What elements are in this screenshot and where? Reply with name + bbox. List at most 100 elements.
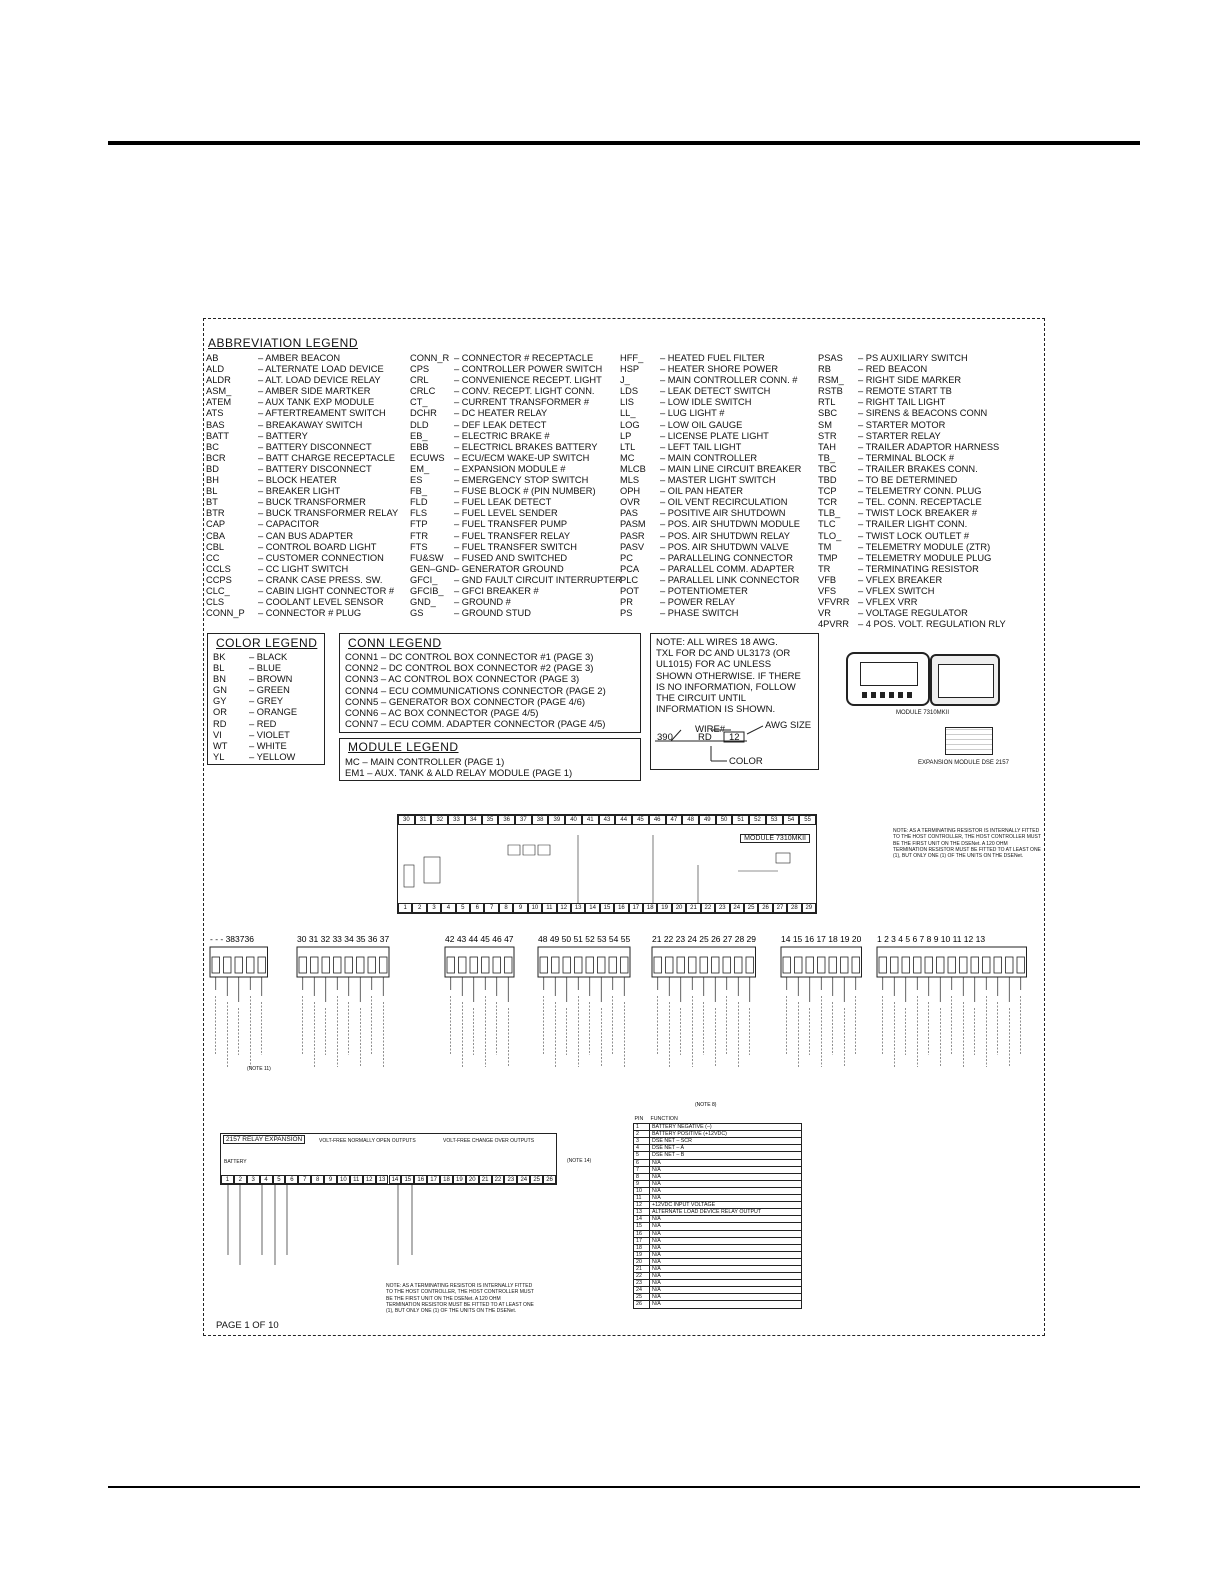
legend-code: STR bbox=[818, 430, 837, 441]
pin-number: 4 bbox=[441, 903, 456, 913]
legend-code: VFB bbox=[818, 574, 837, 585]
legend-entry: BCR– BATT CHARGE RECEPTACLE bbox=[206, 453, 398, 464]
legend-entry: TAH– TRAILER ADAPTOR HARNESS bbox=[818, 442, 1006, 453]
legend-description: – CUSTOMER CONNECTION bbox=[258, 552, 384, 563]
legend-entry: PS– PHASE SWITCH bbox=[620, 608, 801, 619]
legend-code: TM bbox=[818, 541, 832, 552]
legend-code: GFCI_ bbox=[410, 574, 438, 585]
legend-entry: RD– RED bbox=[213, 719, 297, 730]
relay-sub-a: VOLT-FREE NORMALLY OPEN OUTPUTS bbox=[319, 1138, 416, 1144]
legend-code: CRLC bbox=[410, 386, 436, 397]
legend-description: – FUEL LEAK DETECT bbox=[454, 497, 552, 508]
legend-entry: TBD– TO BE DETERMINED bbox=[818, 475, 1006, 486]
pin-number: 54 bbox=[782, 815, 800, 825]
legend-description: – CONNECTOR # RECEPTACLE bbox=[454, 353, 594, 363]
legend-code: BC bbox=[206, 441, 219, 452]
legend-code: BL bbox=[206, 486, 218, 497]
legend-entry: ES– EMERGENCY STOP SWITCH bbox=[410, 475, 622, 486]
legend-entry: CC– CUSTOMER CONNECTION bbox=[206, 553, 398, 564]
legend-description: – BREAKER LIGHT bbox=[258, 486, 341, 497]
relay-wires bbox=[227, 1185, 413, 1265]
pin-number: 7 bbox=[298, 1175, 312, 1184]
legend-entry: STR– STARTER RELAY bbox=[818, 431, 1006, 442]
legend-code: OR bbox=[213, 707, 227, 718]
color-legend-title: COLOR LEGEND bbox=[216, 636, 318, 650]
legend-entry: BK– BLACK bbox=[213, 652, 297, 663]
legend-entry: CLS– COOLANT LEVEL SENSOR bbox=[206, 597, 398, 608]
legend-entry: BN– BROWN bbox=[213, 674, 297, 685]
connector-pin-labels: 42 43 44 45 46 47 bbox=[445, 934, 514, 944]
legend-description: – LOW OIL GAUGE bbox=[660, 419, 743, 430]
pin-number: 48 bbox=[682, 815, 699, 825]
legend-description: – POWER RELAY bbox=[660, 597, 736, 608]
legend-code: TB_ bbox=[818, 452, 836, 463]
module-buttons bbox=[862, 692, 916, 698]
function-cell: N/A bbox=[649, 1286, 802, 1295]
legend-entry: FTR– FUEL TRANSFER RELAY bbox=[410, 531, 622, 542]
pin-number: 10 bbox=[527, 903, 543, 913]
pin-number: 7 bbox=[484, 903, 499, 913]
pin-number: 6 bbox=[470, 903, 485, 913]
connector-pin-labels: 21 22 23 24 25 26 27 28 29 bbox=[652, 934, 756, 944]
legend-description: – LOW IDLE SWITCH bbox=[660, 397, 752, 408]
legend-code: PASR bbox=[620, 530, 645, 541]
legend-entry: J_– MAIN CONTROLLER CONN. # bbox=[620, 375, 801, 386]
example-awg: 12 bbox=[729, 732, 740, 743]
legend-description: – GREEN bbox=[249, 685, 290, 696]
pin-number: 31 bbox=[414, 815, 432, 825]
legend-code: MLCB bbox=[620, 463, 646, 474]
legend-entry: RSM_– RIGHT SIDE MARKER bbox=[818, 375, 1006, 386]
legend-entry: 4PVRR– 4 POS. VOLT. REGULATION RLY bbox=[818, 619, 1006, 630]
legend-code: DLD bbox=[410, 419, 429, 430]
legend-entry: PCA– PARALLEL COMM. ADAPTER bbox=[620, 564, 801, 575]
legend-code: TAH bbox=[818, 441, 836, 452]
pin-number: 55 bbox=[799, 815, 816, 825]
legend-entry: GEN–GND– GENERATOR GROUND bbox=[410, 564, 622, 575]
legend-description: – FUEL TRANSFER SWITCH bbox=[454, 541, 577, 552]
function-cell: BATTERY NEGATIVE (–) bbox=[649, 1123, 802, 1132]
legend-code: GND_ bbox=[410, 597, 436, 608]
legend-description: – AMBER SIDE MARTKER bbox=[258, 386, 371, 397]
function-cell: BATTERY POSITIVE (+12VDC) bbox=[649, 1130, 802, 1139]
legend-description: – GFCI BREAKER # bbox=[454, 585, 539, 596]
legend-entry: ALD– ALTERNATE LOAD DEVICE bbox=[206, 364, 398, 375]
pin-cell: 6 bbox=[633, 1158, 650, 1167]
legend-description: – BATTERY DISCONNECT bbox=[258, 463, 372, 474]
example-wire: 390 bbox=[657, 732, 673, 743]
pin-cell: 24 bbox=[633, 1286, 650, 1295]
pin-number: 22 bbox=[700, 903, 716, 913]
module-legend-title: MODULE LEGEND bbox=[348, 740, 459, 754]
legend-description: – HEATER SHORE POWER bbox=[660, 364, 779, 375]
legend-code: AB bbox=[206, 353, 219, 363]
function-header: FUNCTION bbox=[650, 1116, 678, 1122]
legend-description: – TERMINAL BLOCK # bbox=[858, 452, 955, 463]
legend-code: EM_ bbox=[410, 463, 430, 474]
pin-cell: 21 bbox=[633, 1264, 650, 1274]
function-cell: N/A bbox=[649, 1279, 802, 1288]
legend-description: – DC HEATER RELAY bbox=[454, 408, 548, 419]
legend-entry: BAS– BREAKAWAY SWITCH bbox=[206, 420, 398, 431]
pin-number: 17 bbox=[628, 903, 644, 913]
legend-code: VFVRR bbox=[818, 597, 850, 608]
pin-number: 38 bbox=[531, 815, 549, 825]
legend-description: – ELECTRIC BRAKE # bbox=[454, 430, 550, 441]
legend-description: – LEAK DETECT SWITCH bbox=[660, 386, 771, 397]
legend-code: ASM_ bbox=[206, 386, 232, 397]
pin-number: 40 bbox=[565, 815, 582, 825]
legend-entry: ATEM– AUX TANK EXP MODULE bbox=[206, 397, 398, 408]
legend-code: VR bbox=[818, 608, 831, 619]
pin-cell: 16 bbox=[633, 1229, 650, 1238]
pin-number: 13 bbox=[570, 903, 586, 913]
pin-number: 12 bbox=[362, 1175, 376, 1184]
legend-description: – ALTERNATE LOAD DEVICE bbox=[258, 364, 384, 375]
legend-description: – TEL. CONN. RECEPTACLE bbox=[858, 497, 982, 508]
legend-description: – TWIST LOCK BREAKER # bbox=[858, 508, 978, 519]
note-line: TXL FOR DC AND UL3173 (OR bbox=[656, 648, 791, 660]
legend-description: – VOLTAGE REGULATOR bbox=[858, 608, 968, 619]
